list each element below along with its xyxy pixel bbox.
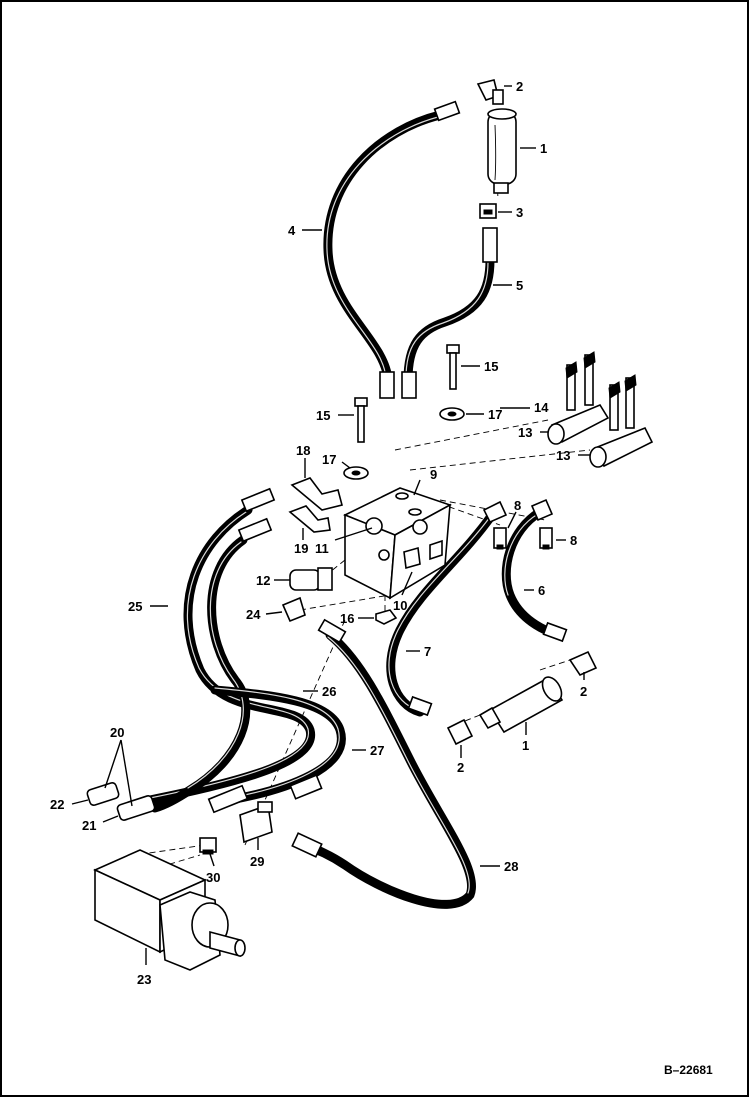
callout-10: 10 — [393, 598, 407, 613]
callout-8-right: 8 — [570, 533, 577, 548]
callout-17-right: 17 — [488, 407, 502, 422]
callout-13-upper: 13 — [518, 425, 532, 440]
elbow-2-bottom — [446, 718, 474, 746]
solenoid-13-lower — [589, 374, 654, 468]
hose-end-fittings-top — [379, 100, 498, 399]
callout-24: 24 — [246, 607, 261, 622]
fitting-3 — [479, 203, 497, 219]
callout-5: 5 — [516, 278, 523, 293]
valve-block — [343, 487, 452, 600]
elbow-2-right — [568, 650, 598, 677]
washer-17-left — [343, 466, 369, 480]
drawing-reference-number: B–22681 — [664, 1063, 713, 1077]
callout-29: 29 — [250, 854, 264, 869]
fitting-8-right — [539, 527, 553, 550]
callout-3: 3 — [516, 205, 523, 220]
hose-7 — [386, 510, 497, 717]
callout-6: 6 — [538, 583, 545, 598]
callout-labels: 1 2 3 4 5 15 15 17 17 14 13 13 18 9 8 8 … — [50, 79, 587, 987]
elbow-fitting-2-top — [476, 79, 504, 105]
callout-4: 4 — [288, 223, 296, 238]
hose-26 — [150, 535, 251, 813]
fitting-22 — [86, 781, 120, 807]
callout-1-lower: 1 — [522, 738, 529, 753]
callout-15-left: 15 — [316, 408, 330, 423]
callout-9: 9 — [430, 467, 437, 482]
elbow-18 — [290, 477, 343, 511]
callout-14: 14 — [534, 400, 549, 415]
callout-1-top: 1 — [540, 141, 547, 156]
fitting-24 — [281, 596, 306, 623]
hose-26b — [210, 685, 346, 805]
fitting-30 — [199, 837, 217, 855]
hose-4 — [323, 110, 445, 385]
callout-15-right: 15 — [484, 359, 498, 374]
filter-1-lower — [478, 676, 564, 734]
callout-12: 12 — [256, 573, 270, 588]
callout-26: 26 — [322, 684, 336, 699]
fitting-21 — [116, 795, 156, 821]
hose-28 — [300, 630, 476, 909]
callout-22: 22 — [50, 797, 64, 812]
hose-6-7-ends — [407, 498, 568, 717]
hose-25 — [145, 505, 316, 805]
callout-19: 19 — [294, 541, 308, 556]
callout-27: 27 — [370, 743, 384, 758]
callout-18: 18 — [296, 443, 310, 458]
washer-17-right — [439, 407, 465, 421]
tee-fitting-29 — [239, 801, 273, 844]
hose-5 — [403, 255, 495, 385]
callout-13-lower: 13 — [556, 448, 570, 463]
nut-16 — [375, 609, 398, 625]
fitting-8-left — [493, 527, 507, 550]
callout-17-left: 17 — [322, 452, 336, 467]
callout-2-top: 2 — [516, 79, 523, 94]
callout-8-left: 8 — [514, 498, 521, 513]
callout-25: 25 — [128, 599, 142, 614]
hose-end-fittings-mid — [237, 487, 347, 644]
callout-16: 16 — [340, 611, 354, 626]
callout-2-bottom: 2 — [457, 760, 464, 775]
callout-21: 21 — [82, 818, 96, 833]
bolt-15-right — [446, 344, 460, 390]
plug-12 — [289, 567, 333, 591]
callout-28: 28 — [504, 859, 518, 874]
hose-27-ends — [207, 774, 323, 858]
bolt-15-left — [354, 397, 368, 443]
callout-2-right: 2 — [580, 684, 587, 699]
callout-30: 30 — [206, 870, 220, 885]
elbow-19 — [288, 505, 331, 533]
callout-20: 20 — [110, 725, 124, 740]
callout-7: 7 — [424, 644, 431, 659]
callout-23: 23 — [137, 972, 151, 987]
callout-11: 11 — [315, 541, 329, 556]
motor-23 — [93, 849, 246, 971]
filter-1-top — [487, 108, 517, 194]
leader-lines — [71, 85, 590, 965]
solenoid-13-upper — [547, 351, 610, 445]
hose-6 — [501, 507, 555, 637]
